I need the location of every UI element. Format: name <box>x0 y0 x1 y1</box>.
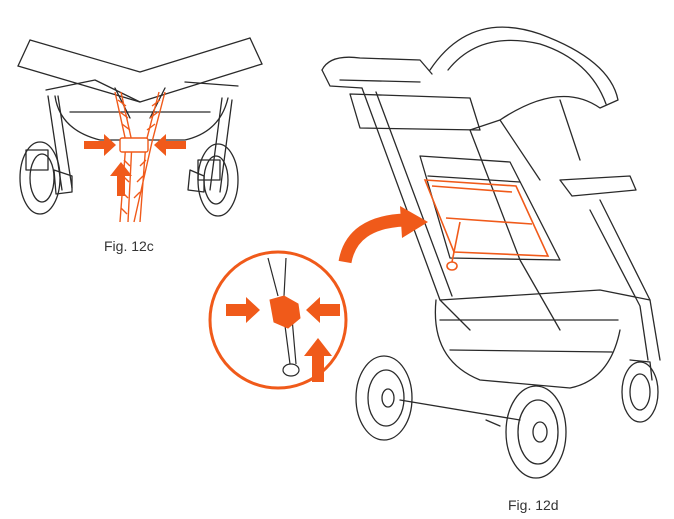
fig-12c-straps <box>114 91 166 223</box>
fig-12c-drawing <box>17 37 263 217</box>
right-arrow-icon <box>84 134 116 156</box>
detail-callout-circle <box>208 250 348 390</box>
fig-12d-caption: Fig. 12d <box>508 497 559 513</box>
up-arrow-icon <box>110 162 132 196</box>
right-arrow-icon-detail <box>226 297 260 323</box>
curved-arrow-icon <box>338 206 428 264</box>
left-arrow-icon-detail <box>306 297 340 323</box>
left-arrow-icon <box>154 134 186 156</box>
up-arrow-icon-detail <box>304 338 332 382</box>
buckle-icon <box>269 295 301 329</box>
fig-12c-squeeze-arrows <box>84 134 186 196</box>
fig-12d-straps <box>423 179 550 271</box>
fig-12d-stroller-drawing <box>321 26 661 479</box>
fig-12c-caption: Fig. 12c <box>104 238 154 254</box>
